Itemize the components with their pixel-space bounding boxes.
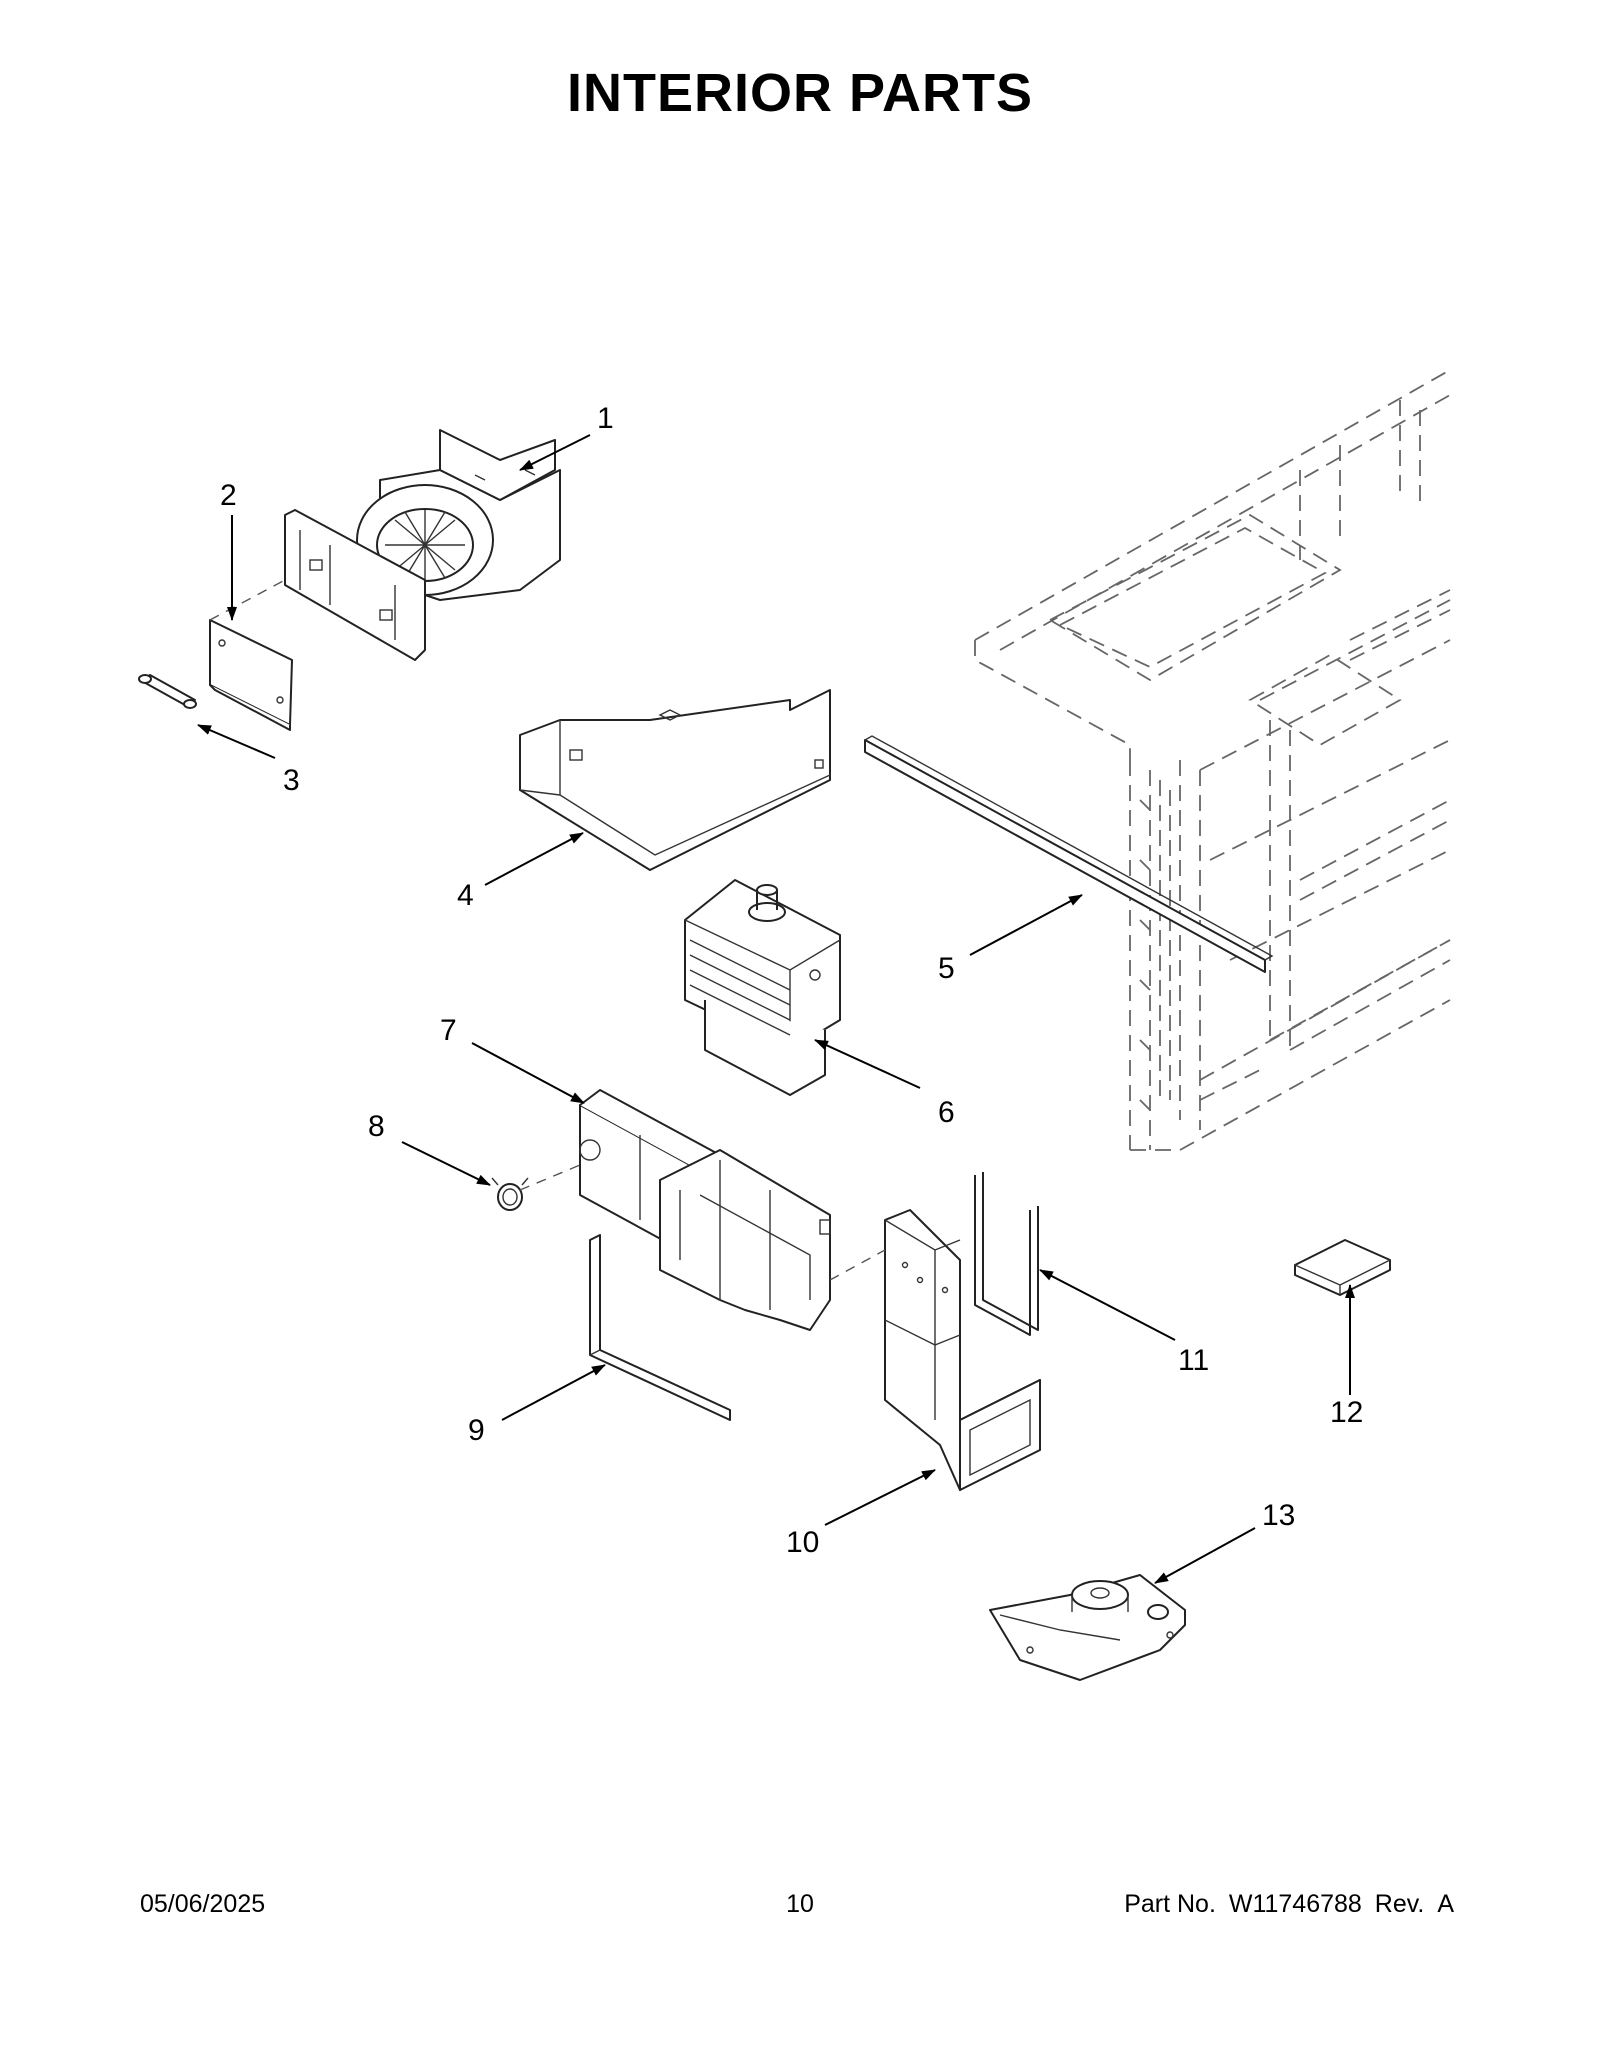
callout-13: 13 [1262,1499,1295,1532]
part-13-motor-plate [989,1574,1186,1681]
callout-12: 12 [1330,1396,1363,1429]
alignment-line-8 [519,1164,581,1191]
part-label: Part No. [1124,1890,1216,1918]
callout-6: 6 [938,1096,955,1129]
footer-page-number: 10 [786,1890,814,1918]
rev-value: A [1437,1890,1454,1918]
leader-7 [471,1042,585,1104]
leader-3 [197,724,276,759]
part-6-magnetron [684,879,841,1096]
callout-5: 5 [938,952,955,985]
part-5-rod [864,735,1274,973]
leader-11 [1039,1269,1176,1341]
part-10-duct [884,1209,1041,1491]
leader-1 [519,434,591,471]
part-1-blower-assembly [284,429,561,661]
callout-11: 11 [1178,1344,1209,1377]
footer-part-number: Part No. W11746788 Rev. A [1118,1890,1454,1919]
rev-label: Rev. [1374,1890,1425,1918]
callout-10: 10 [786,1526,819,1559]
leader-5 [969,894,1083,956]
alignment-line-2 [209,579,286,621]
part-11-gasket [974,1172,1039,1336]
part-7-waveguide [579,1089,831,1331]
leader-8 [401,1141,491,1186]
callout-9: 9 [468,1414,485,1447]
page-title: INTERIOR PARTS [566,63,1033,123]
footer-date: 05/06/2025 [140,1890,266,1918]
leader-6 [814,1039,921,1089]
callout-4: 4 [457,879,474,912]
part-12-pad [1294,1239,1391,1296]
callout-8: 8 [368,1110,385,1143]
leader-9 [501,1364,606,1421]
oven-cavity-outline [974,369,1451,1151]
callout-3: 3 [283,764,300,797]
part-3-fuse [138,674,197,709]
part-number: W11746788 [1228,1890,1362,1918]
leader-13 [1154,1527,1256,1584]
part-8-thermal-cutout [491,1177,529,1211]
leader-10 [824,1469,936,1526]
callout-7: 7 [440,1014,457,1047]
part-9-gasket-strip [589,1234,731,1421]
callout-1: 1 [597,402,614,435]
callout-2: 2 [220,479,237,512]
part-4-air-guide [519,689,831,871]
part-2-cover-plate [209,619,293,731]
leader-4 [484,832,584,886]
alignment-line-10 [829,1249,886,1281]
